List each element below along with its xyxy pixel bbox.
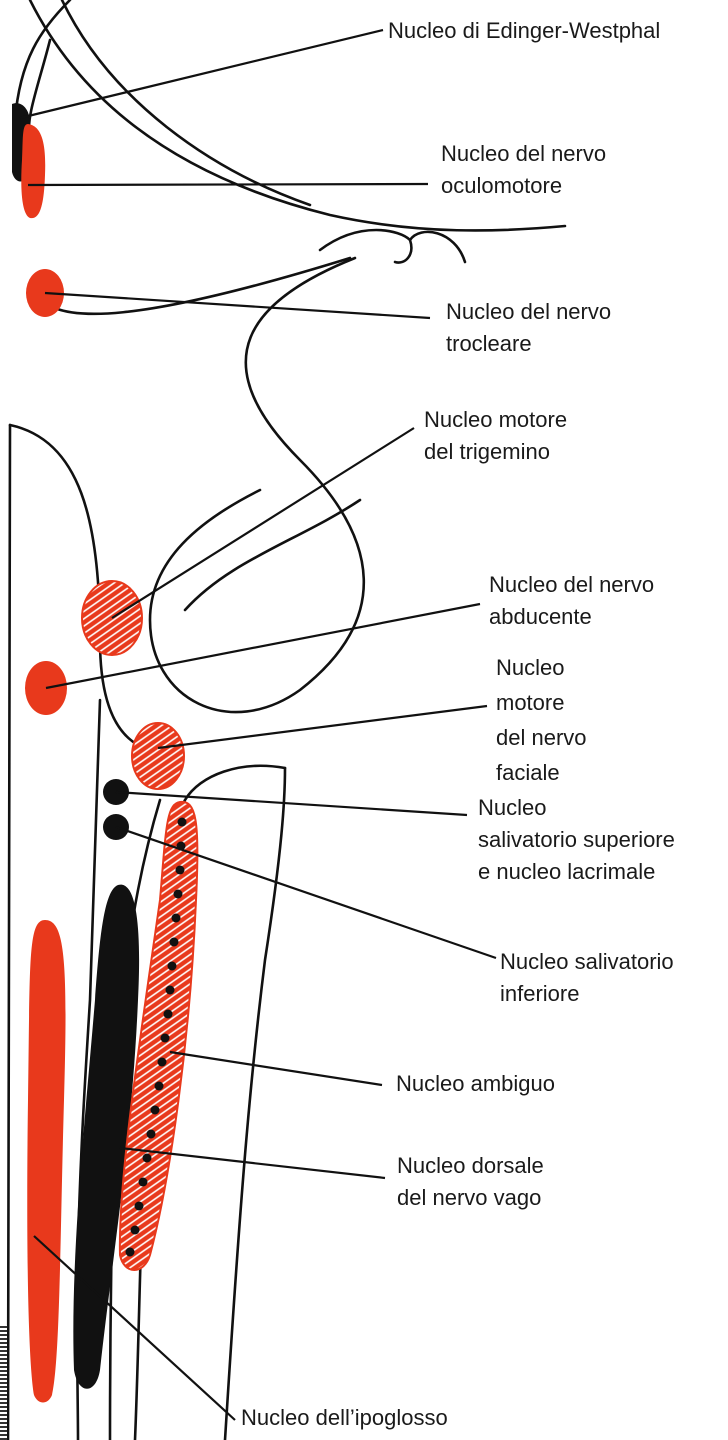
outline-trochlear-curve: [35, 258, 350, 314]
leader-edinger-westphal: [20, 30, 383, 118]
label-oculomotore: Nucleo del nervo oculomotore: [441, 138, 606, 202]
leader-trigemino: [112, 428, 414, 618]
label-line: motore: [496, 685, 587, 720]
label-line: Nucleo: [478, 792, 675, 824]
label-line: trocleare: [446, 328, 611, 360]
label-trocleare: Nucleo del nervo trocleare: [446, 296, 611, 360]
label-line: del nervo: [496, 720, 587, 755]
leader-ambiguo: [170, 1052, 382, 1085]
label-trigemino: Nucleo motore del trigemino: [424, 404, 567, 468]
oculomotore-nucleus: [21, 124, 45, 218]
label-edinger-westphal: Nucleo di Edinger-Westphal: [388, 15, 660, 47]
label-line: inferiore: [500, 978, 674, 1010]
ipoglosso-nucleus: [27, 920, 65, 1403]
label-line: abducente: [489, 601, 654, 633]
outline-midline: [8, 425, 10, 1440]
label-line: Nucleo: [496, 650, 587, 685]
outline-colliculus: [320, 230, 465, 262]
label-line: Nucleo di Edinger-Westphal: [388, 15, 660, 47]
leader-oculomotore: [28, 184, 428, 185]
label-line: del nervo vago: [397, 1182, 544, 1214]
label-line: e nucleo lacrimale: [478, 856, 675, 888]
label-line: Nucleo del nervo: [489, 569, 654, 601]
label-ambiguo: Nucleo ambiguo: [396, 1068, 555, 1100]
outline-colliculus-notch: [395, 240, 411, 263]
label-line: del trigemino: [424, 436, 567, 468]
label-abducente: Nucleo del nervo abducente: [489, 569, 654, 633]
label-vago: Nucleo dorsale del nervo vago: [397, 1150, 544, 1214]
label-line: Nucleo del nervo: [441, 138, 606, 170]
label-ipoglosso: Nucleo dell’ipoglosso: [241, 1402, 448, 1434]
label-line: oculomotore: [441, 170, 606, 202]
label-line: faciale: [496, 755, 587, 790]
label-line: Nucleo dell’ipoglosso: [241, 1402, 448, 1434]
label-line: salivatorio superiore: [478, 824, 675, 856]
label-line: Nucleo salivatorio: [500, 946, 674, 978]
label-salivatorio-inferiore: Nucleo salivatorio inferiore: [500, 946, 674, 1010]
leader-facciale: [158, 706, 487, 748]
label-facciale: Nucleo motore del nervo faciale: [496, 650, 587, 790]
somatic-motor-nuclei: [21, 124, 67, 1403]
outline-left-arc: [29, 40, 50, 135]
label-line: Nucleo ambiguo: [396, 1068, 555, 1100]
label-salivatorio-superiore: Nucleo salivatorio superiore e nucleo la…: [478, 792, 675, 888]
label-line: Nucleo dorsale: [397, 1150, 544, 1182]
outline-left-top: [15, 0, 70, 120]
page-edge-stripe: [0, 1325, 7, 1440]
outline-midbrain-inner: [62, 0, 310, 205]
label-line: Nucleo motore: [424, 404, 567, 436]
label-line: Nucleo del nervo: [446, 296, 611, 328]
facciale-motor-nucleus: [132, 723, 184, 789]
outline-pons-loop: [150, 258, 364, 712]
leader-salivatorio-superiore: [116, 792, 467, 815]
